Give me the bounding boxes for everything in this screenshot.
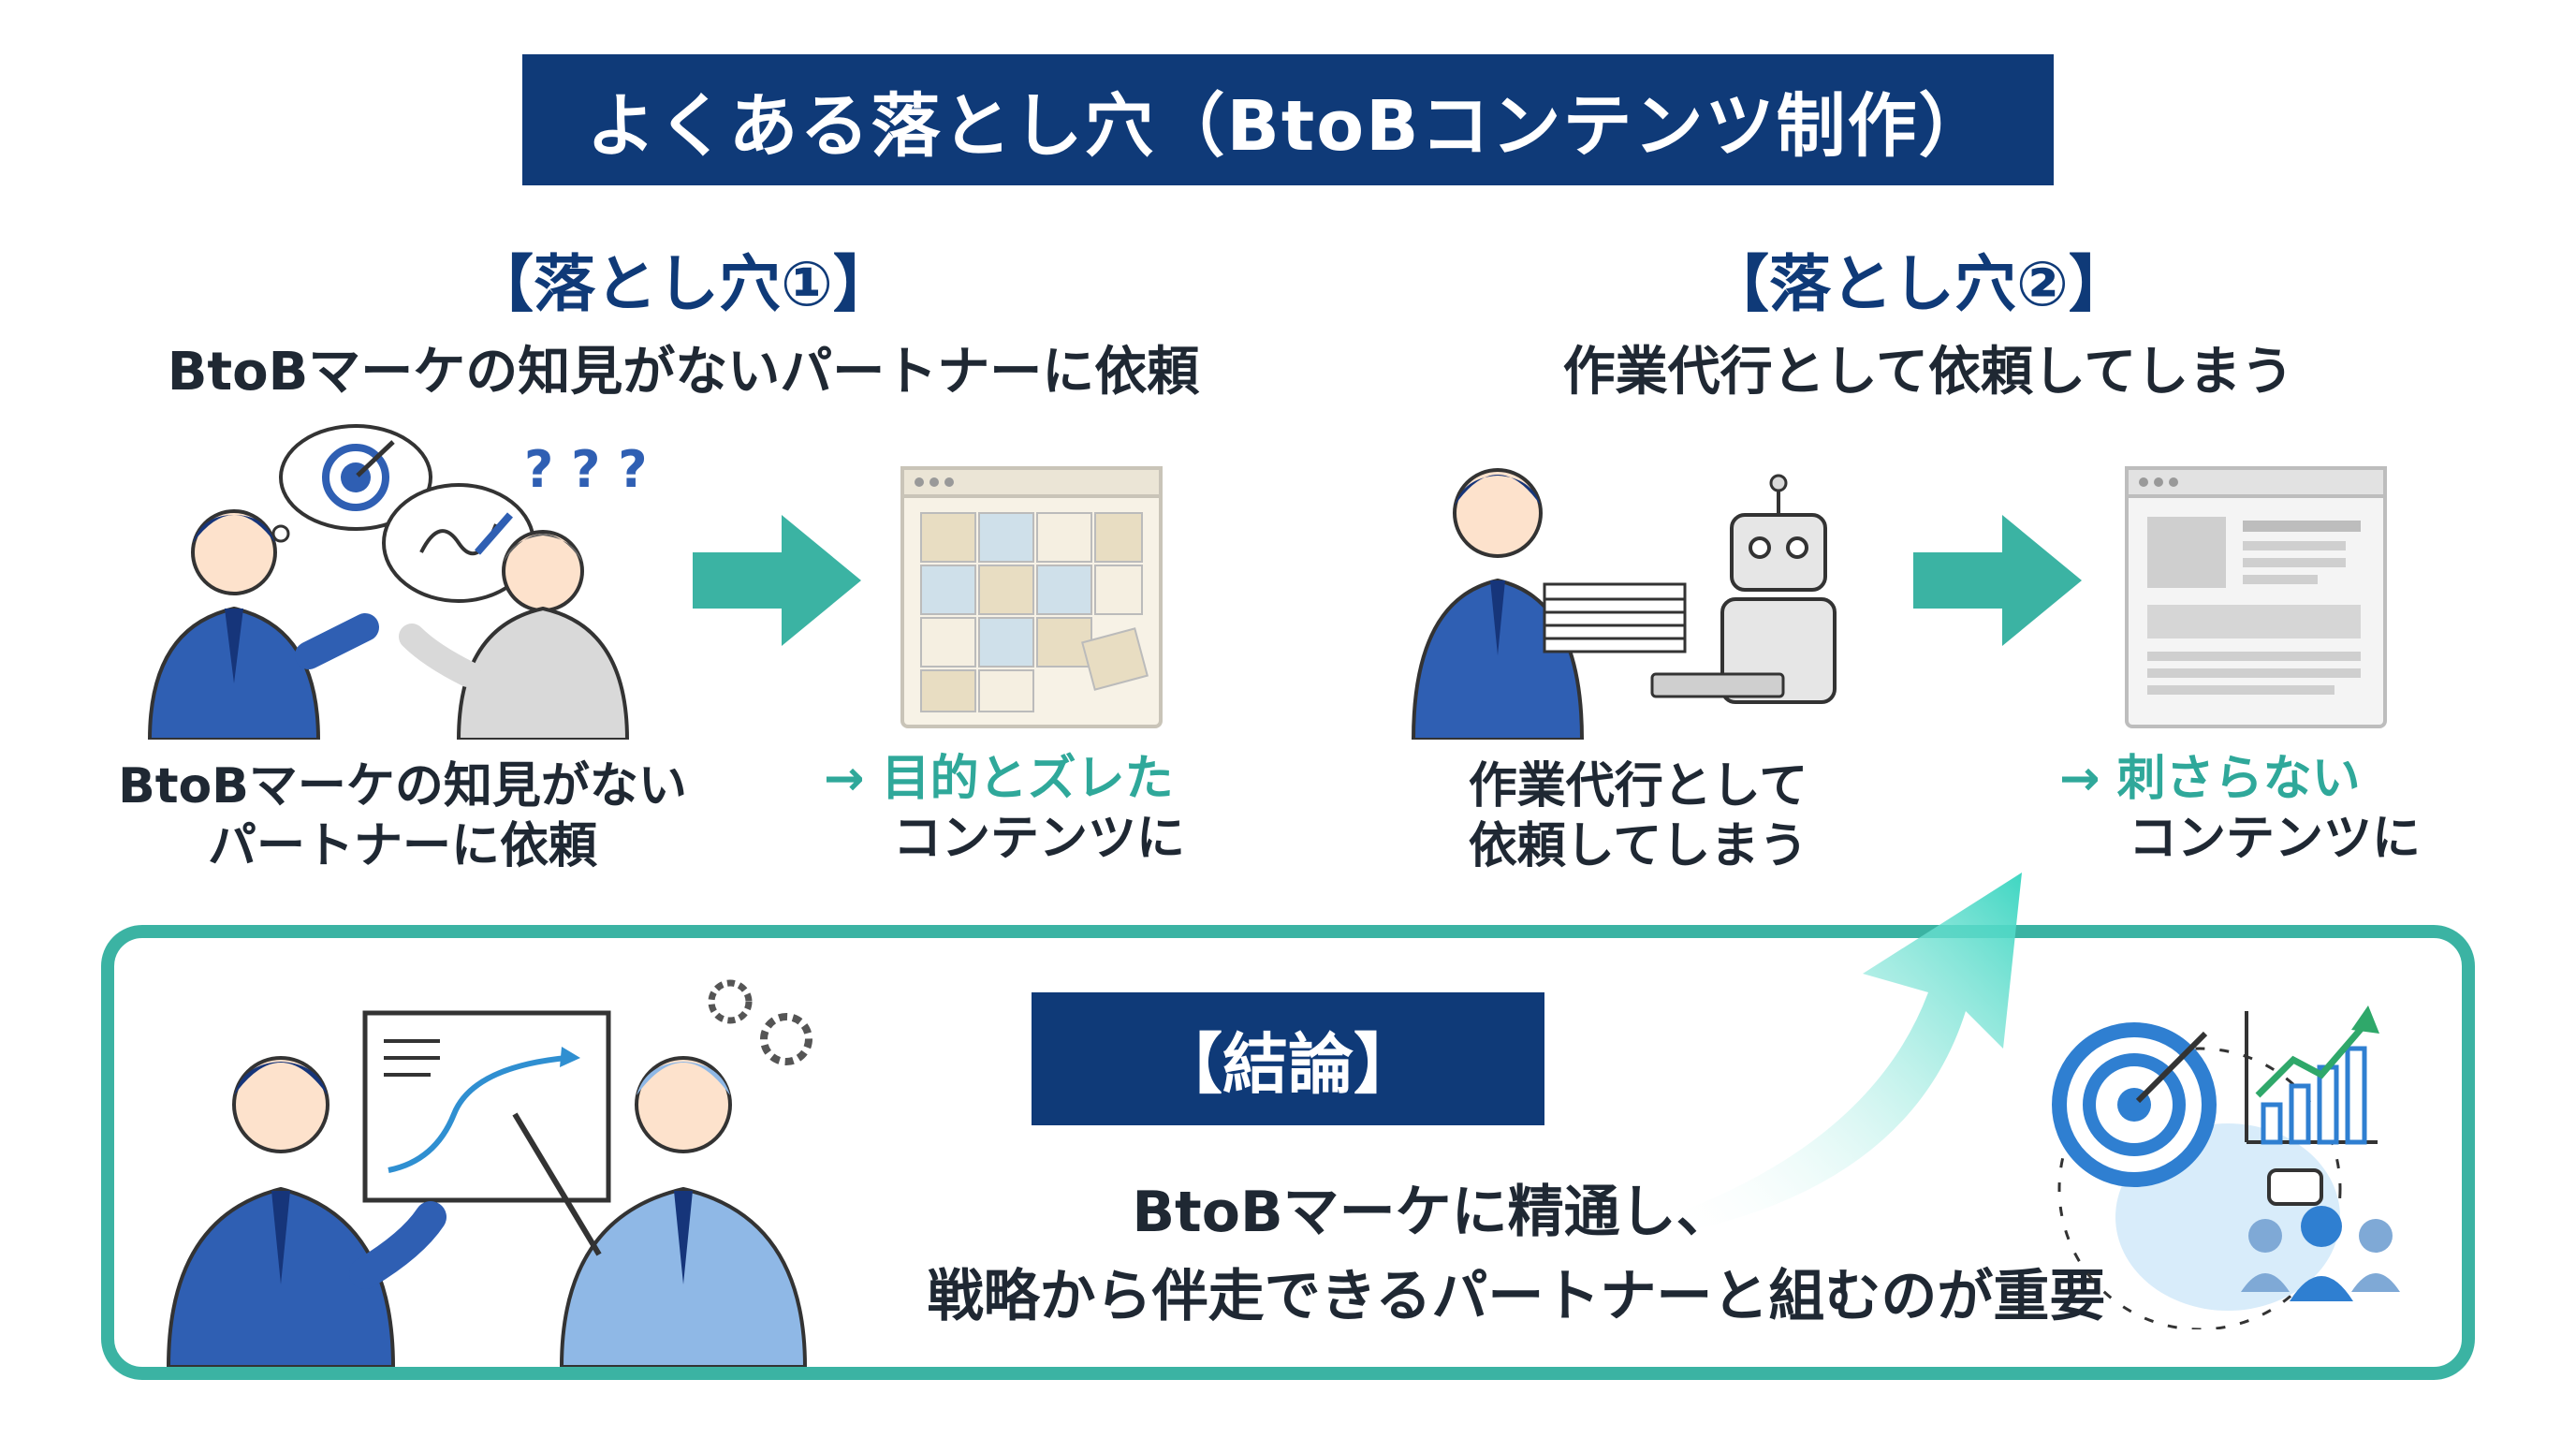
puzzle-browser-window xyxy=(900,466,1163,728)
presenter-left-person xyxy=(166,1056,446,1367)
robot-icon xyxy=(1650,474,1837,704)
target-icon xyxy=(2052,1022,2217,1187)
pitfall-1-people-illustration: ? ? ? xyxy=(147,424,648,740)
pitfall-1-caption-right: → 目的とズレた コンテンツに xyxy=(824,749,1198,869)
pitfall-2-right-arrow xyxy=(1913,515,2082,646)
thought-bubble-target-icon xyxy=(271,424,432,543)
upward-curved-arrow xyxy=(1666,873,2022,1236)
pitfall-2-robot-illustration xyxy=(1411,468,1837,740)
strategy-icons-illustration xyxy=(2052,1005,2400,1329)
page-title: よくある落とし穴（BtoBコンテンツ制作） xyxy=(522,54,2054,185)
conclusion-line2: 戦略から伴走できるパートナーと組むのが重要 xyxy=(927,1264,2106,1329)
pitfall-1-right-arrow xyxy=(693,515,861,646)
pitfall-1-label: 【落とし穴①】 xyxy=(472,248,895,320)
conclusion-text: BtoBマーケに精通し、 戦略から伴走できるパートナーと組むのが重要 xyxy=(842,1170,2247,1339)
team-icon xyxy=(2241,1168,2400,1301)
pitfall-2-subtitle: 作業代行として依頼してしまう xyxy=(1562,342,2294,403)
conclusion-line1: BtoBマーケに精通し、 xyxy=(1132,1180,1733,1245)
pitfall-1-caption-right-line1: → 目的とズレた xyxy=(824,751,1174,807)
pitfall-1-subtitle: BtoBマーケの知見がないパートナーに依頼 xyxy=(167,342,1200,403)
pitfall-2-caption-right-line2: コンテンツに xyxy=(2129,811,2422,867)
consultant-person xyxy=(147,509,379,740)
pitfall-2-caption-left: 作業代行として 依頼してしまう xyxy=(1404,756,1872,876)
conclusion-label: 【結論】 xyxy=(1032,992,1544,1125)
pitfall-2-caption-right-line1: → 刺さらない xyxy=(2059,751,2361,807)
presenters-illustration xyxy=(166,979,812,1367)
presenter-right-person xyxy=(512,1056,808,1367)
businessman-person xyxy=(1411,468,1585,740)
question-marks: ? ? ? xyxy=(524,440,648,499)
wireframe-browser-window xyxy=(2125,466,2387,728)
document-stack-icon xyxy=(1543,582,1687,653)
partner-person xyxy=(399,530,630,740)
growth-chart-icon xyxy=(2245,1005,2379,1145)
gear-icon xyxy=(708,979,812,1065)
pitfall-2-caption-left-line2: 依頼してしまう xyxy=(1468,818,1808,874)
whiteboard-chart-icon xyxy=(362,1010,611,1203)
pitfall-1-caption-left-line2: パートナーに依頼 xyxy=(207,818,597,874)
pitfall-1-caption-left-line1: BtoBマーケの知見がない xyxy=(118,758,687,814)
pitfall-2-caption-left-line1: 作業代行として xyxy=(1468,758,1808,814)
pitfall-2-caption-right: → 刺さらない コンテンツに xyxy=(2059,749,2452,869)
pitfall-1-caption-left: BtoBマーケの知見がない パートナーに依頼 xyxy=(103,756,702,876)
pitfall-2-label: 【落とし穴②】 xyxy=(1707,248,2130,320)
pitfall-1-caption-right-line2: コンテンツに xyxy=(893,811,1186,867)
